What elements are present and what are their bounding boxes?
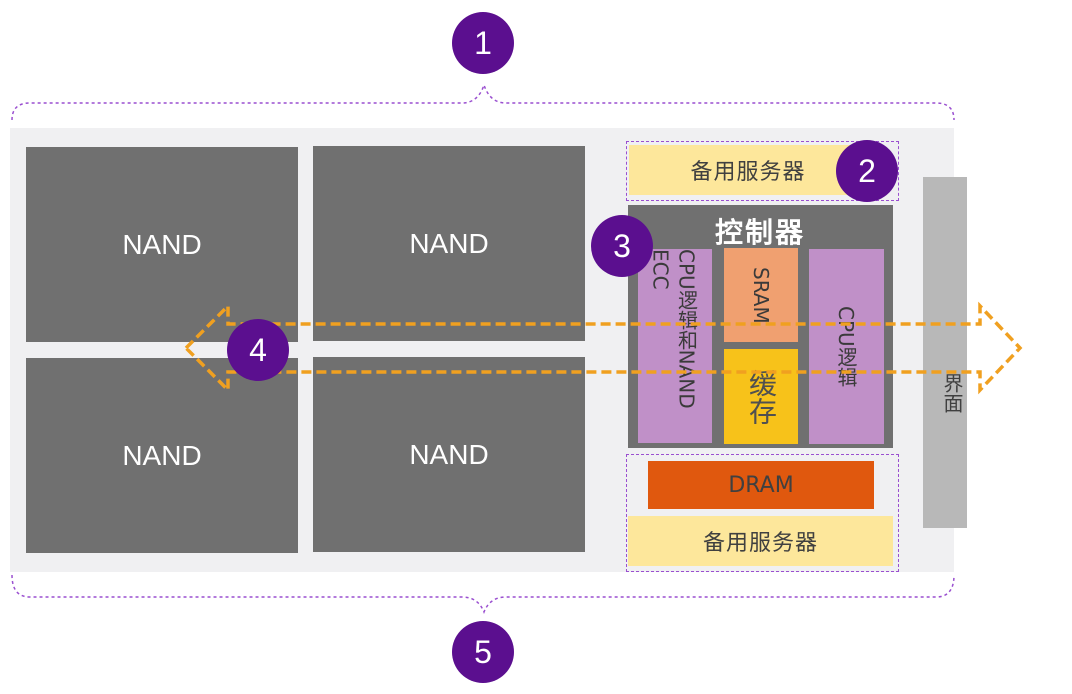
- nand-block-bottom-left: NAND: [26, 358, 298, 553]
- cpu-logic-block: CPU逻辑: [809, 249, 884, 444]
- dram-spare-outline: [626, 454, 899, 572]
- nand-block-top-left: NAND: [26, 147, 298, 342]
- badge-3: 3: [591, 215, 653, 277]
- data-flow-arrow: [183, 301, 1023, 395]
- badge-2: 2: [836, 140, 898, 202]
- cpu-nand-ecc-label: CPU逻辑和NAND ECC: [648, 249, 699, 409]
- dram-block: DRAM: [648, 461, 874, 509]
- cpu-nand-ecc-block: CPU逻辑和NAND ECC: [638, 249, 712, 443]
- badge-1: 1: [452, 12, 514, 74]
- cache-block: 缓存: [724, 349, 798, 444]
- nand-block-top-right: NAND: [313, 146, 585, 341]
- spare-server-bottom: 备用服务器: [628, 516, 893, 566]
- bottom-bracket: [11, 574, 955, 615]
- sram-label: SRAM: [749, 266, 773, 324]
- badge-4: 4: [227, 319, 289, 381]
- interface-bar: 界面: [923, 177, 967, 528]
- spare-server-top-label: 备用服务器: [690, 160, 806, 185]
- sram-block: SRAM: [724, 248, 798, 342]
- interface-label: 界面: [940, 372, 964, 413]
- nand-block-bottom-right: NAND: [313, 357, 585, 552]
- dram-label: DRAM: [728, 472, 794, 498]
- top-bracket: [11, 82, 955, 121]
- spare-server-bottom-label: 备用服务器: [702, 531, 818, 556]
- badge-5: 5: [452, 621, 514, 683]
- spare-server-top: 备用服务器: [629, 145, 867, 195]
- cache-label: 缓存: [745, 368, 778, 425]
- spare-top-outline: [626, 141, 899, 201]
- controller-title: 控制器: [714, 216, 805, 249]
